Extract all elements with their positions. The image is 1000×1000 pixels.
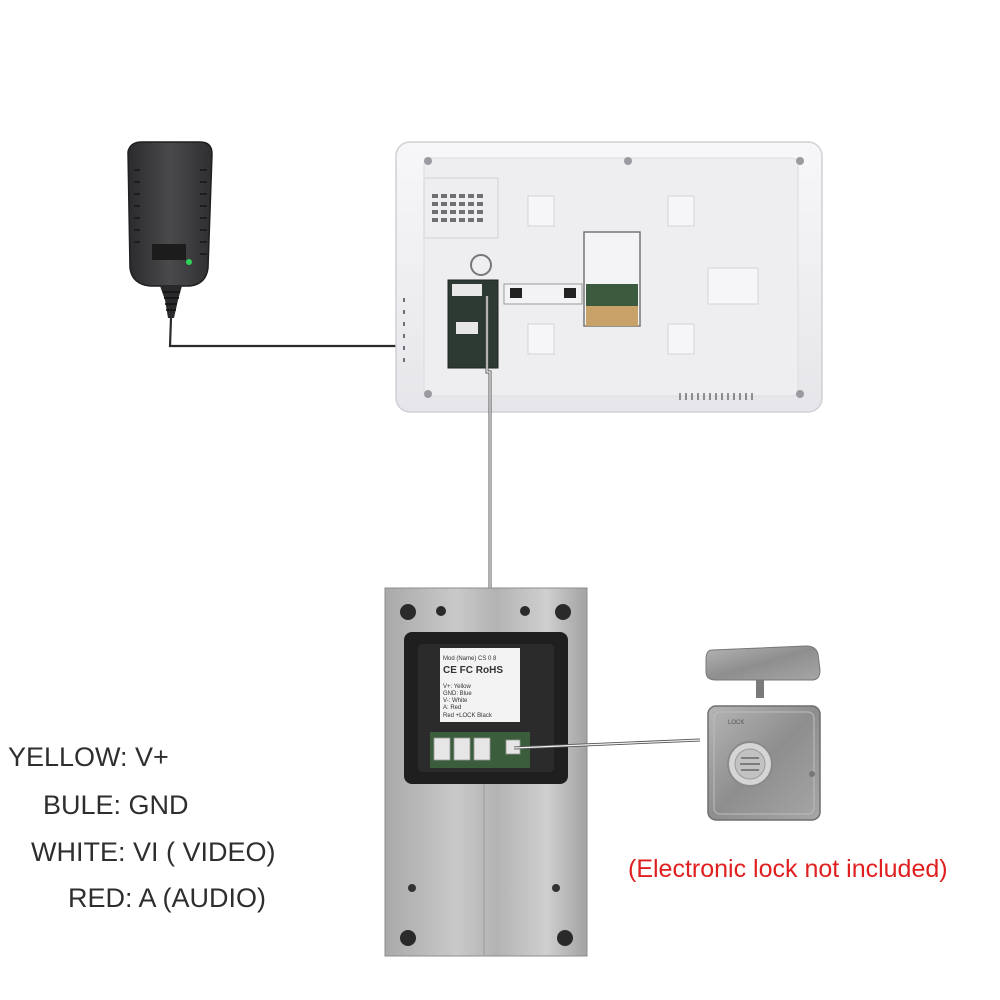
legend-blue: BULE: GND <box>43 790 189 820</box>
lock-not-included-note: (Electronic lock not included) <box>628 855 948 883</box>
camera-label-line-7: Red +LOCK Black <box>443 713 493 719</box>
camera-label-line-2: CE FC RoHS <box>443 665 503 676</box>
legend-yellow: YELLOW: V+ <box>8 742 169 772</box>
camera-label-line-3: V+: Yellow <box>443 684 472 690</box>
legend-white: WHITE: VI ( VIDEO) <box>31 837 276 867</box>
camera-label-line-6: A: Red <box>443 705 461 711</box>
camera-label-line-1: Mod (Name) CS 0 8 <box>443 656 497 662</box>
power-adapter-icon <box>127 141 213 318</box>
electronic-lock-icon: LOCK <box>705 645 821 821</box>
legend-red: RED: A (AUDIO) <box>68 883 267 913</box>
svg-text:LOCK: LOCK <box>728 720 744 726</box>
camera-label-line-5: V-: White <box>443 698 468 704</box>
outdoor-camera-panel-icon: Mod (Name) CS 0 8 CE FC RoHS V+: Yellow … <box>384 587 588 957</box>
camera-label-line-4: GND: Blue <box>443 691 472 697</box>
monitor-back-icon <box>395 141 823 413</box>
